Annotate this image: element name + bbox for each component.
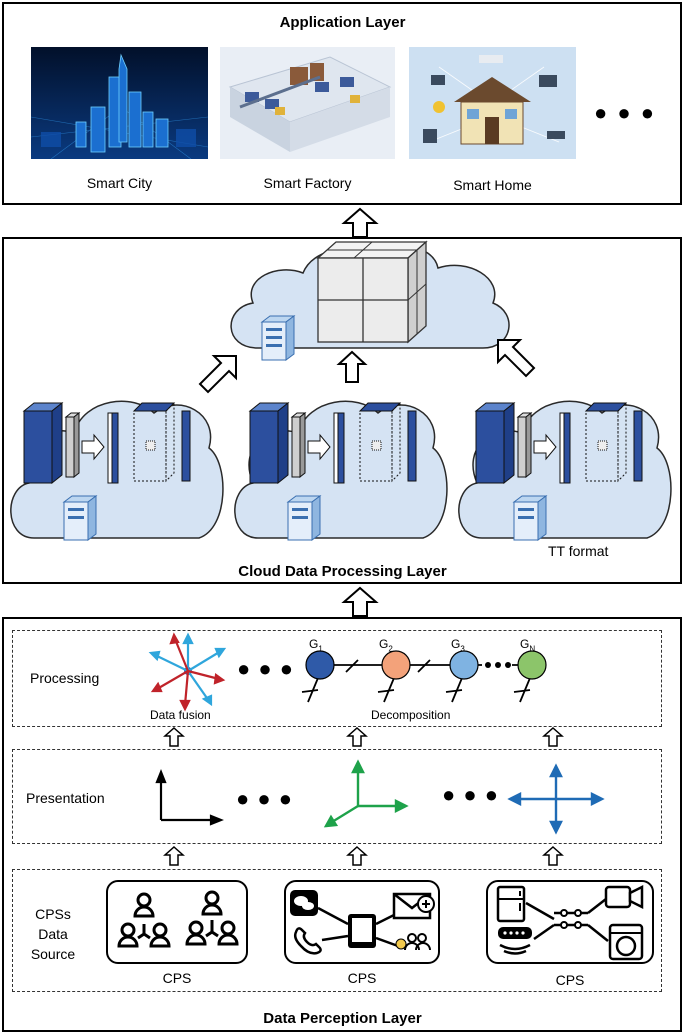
server-icon-middle: [286, 495, 322, 541]
up-arrow-cloud: [341, 586, 379, 617]
more-apps-ellipsis: ● ● ●: [593, 100, 657, 125]
source-label-line1: CPSs: [35, 906, 71, 922]
cloud-layer-title: Cloud Data Processing Layer: [238, 563, 447, 580]
node-g1-label: G1: [309, 637, 323, 654]
node-g2: [381, 650, 411, 680]
presentation-ellipsis-left: ● ● ●: [236, 786, 294, 811]
cps-label-2: CPS: [347, 970, 377, 986]
axes-3d-icon: [323, 759, 409, 828]
tensor-train-chain: [301, 650, 547, 703]
source-row: [12, 869, 662, 992]
presentation-row: [12, 749, 662, 844]
up-arrow-row3-3: [542, 845, 564, 866]
cps-label-1: CPS: [162, 970, 192, 986]
application-layer-title: Application Layer: [279, 14, 406, 31]
smart-home-image: [409, 47, 576, 159]
server-icon-right: [512, 495, 548, 541]
source-label-line2: Data: [38, 926, 68, 942]
smart-factory-image: [220, 47, 395, 159]
tensor-pipeline-middle: [248, 401, 417, 485]
up-arrow-row3-2: [346, 845, 368, 866]
processing-label: Processing: [30, 670, 100, 686]
up-right-arrow: [198, 355, 237, 394]
data-fusion-label: Data fusion: [150, 708, 211, 722]
user-network-icon: [117, 890, 239, 948]
processing-row: [12, 630, 662, 727]
server-icon-left: [62, 495, 98, 541]
node-g1: [305, 650, 335, 680]
up-arrow-row3-1: [163, 845, 185, 866]
presentation-ellipsis-right: ● ● ●: [442, 782, 500, 807]
up-left-arrow: [497, 339, 536, 378]
tensor-pipeline-left: [22, 401, 191, 485]
data-fusion-icon: [148, 632, 227, 712]
smart-factory-label: Smart Factory: [263, 175, 352, 191]
perception-layer-title: Data Perception Layer: [263, 1010, 422, 1027]
presentation-label: Presentation: [26, 790, 105, 806]
cps-label-3: CPS: [555, 972, 585, 988]
smart-city-label: Smart City: [86, 175, 153, 191]
social-devices-icon: [290, 890, 435, 955]
smart-city-image: [30, 47, 209, 160]
tensor-cube: [316, 240, 428, 344]
up-arrow-app: [341, 207, 379, 238]
node-gn-label: GN: [520, 637, 536, 654]
tensor-pipeline-right: [474, 401, 643, 485]
up-arrow-row2-3: [542, 726, 564, 747]
appliances-icon: [496, 884, 644, 961]
processing-ellipsis-left: ● ● ●: [237, 656, 295, 681]
node-gn: [517, 650, 547, 680]
node-g2-label: G2: [379, 637, 393, 654]
up-arrow-middle-cloud: [336, 350, 368, 383]
tt-format-label: TT format: [548, 543, 609, 559]
smart-home-label: Smart Home: [453, 177, 532, 193]
decomposition-label: Decomposition: [371, 708, 451, 722]
up-arrow-row2-2: [346, 726, 368, 747]
node-g3: [449, 650, 479, 680]
up-arrow-row2-1: [163, 726, 185, 747]
axes-4d-icon: [507, 763, 605, 835]
source-label-line3: Source: [30, 946, 76, 962]
axes-2d-icon: [155, 769, 224, 826]
central-server-icon: [260, 315, 296, 361]
node-g3-label: G3: [451, 637, 465, 654]
